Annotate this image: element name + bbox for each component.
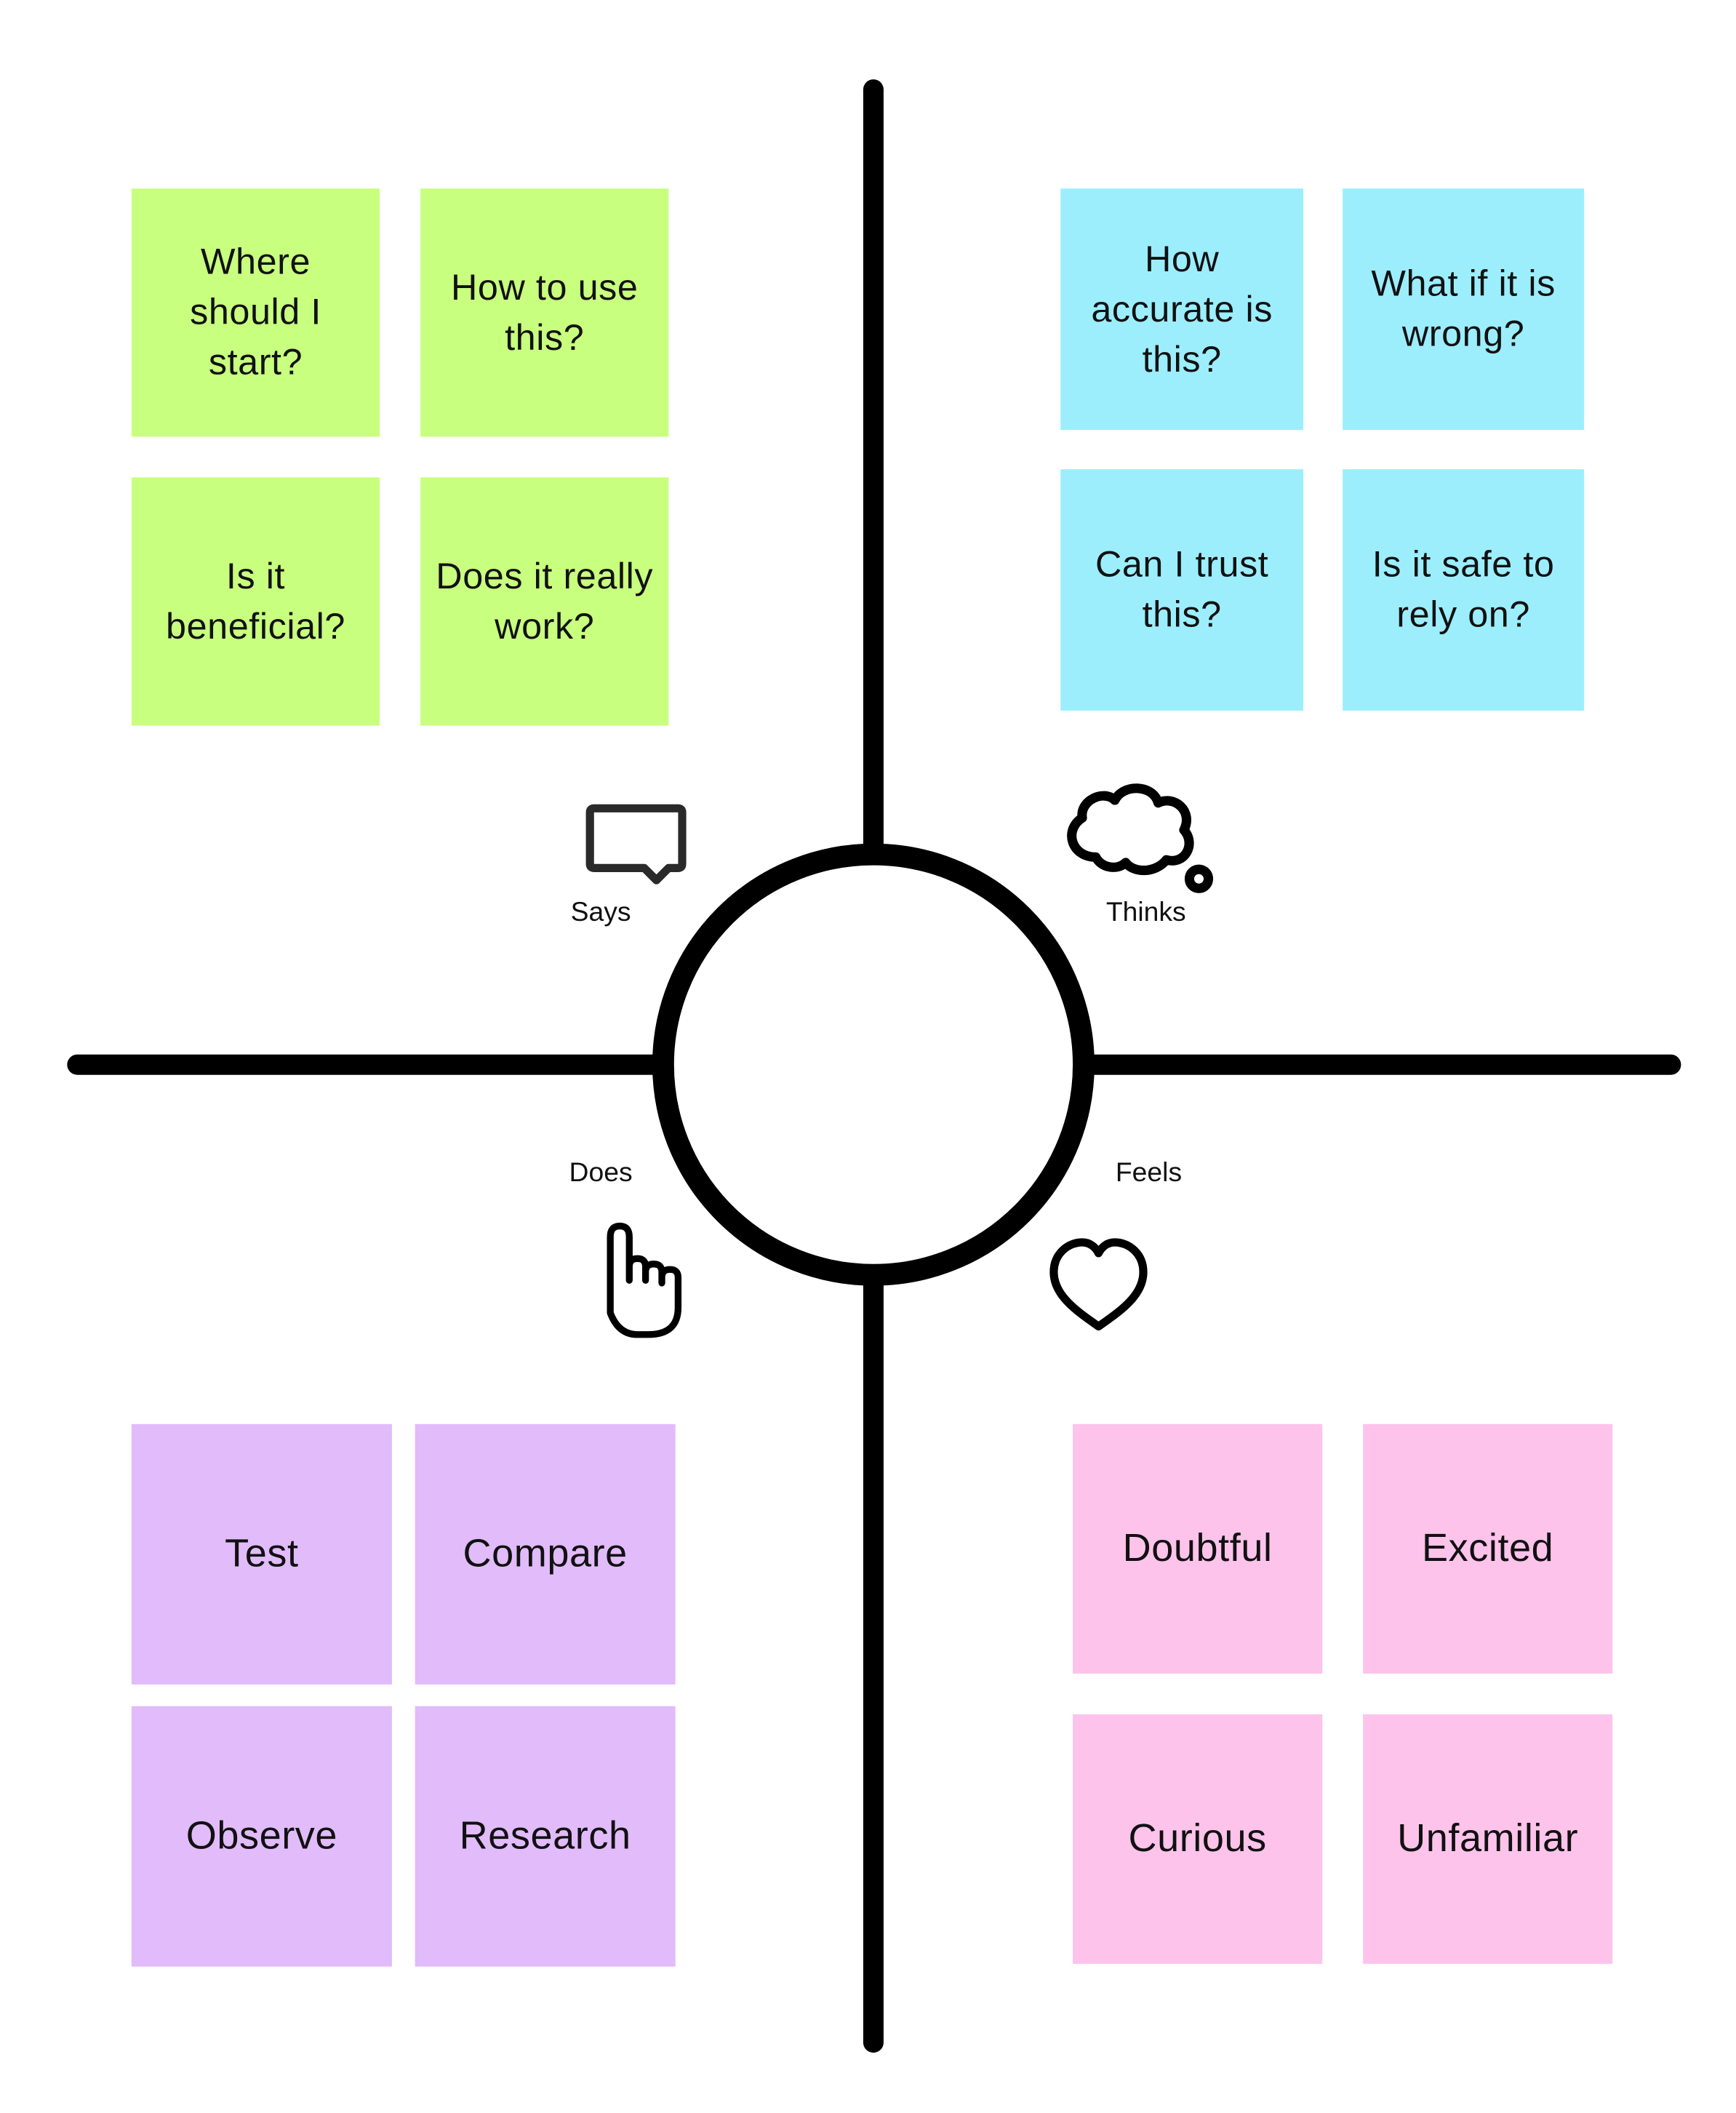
feels-note[interactable]: Unfamiliar — [1363, 1714, 1613, 1964]
does-label: Does — [569, 1158, 633, 1189]
thought-cloud-icon — [1067, 783, 1214, 893]
says-note[interactable]: Is it beneficial? — [131, 477, 380, 726]
feels-note[interactable]: Doubtful — [1073, 1423, 1323, 1674]
thinks-note[interactable]: How accurate is this? — [1060, 188, 1304, 431]
does-note[interactable]: Test — [131, 1423, 392, 1685]
does-note[interactable]: Research — [415, 1706, 676, 1967]
center-circle — [652, 843, 1095, 1286]
says-note[interactable]: Where should I start? — [131, 188, 380, 437]
says-note[interactable]: Does it really work? — [420, 477, 669, 726]
does-note[interactable]: Observe — [131, 1706, 392, 1967]
pointing-hand-icon — [607, 1222, 682, 1338]
thinks-note[interactable]: Can I trust this? — [1060, 469, 1304, 711]
thinks-note[interactable]: What if it is wrong? — [1343, 188, 1585, 431]
says-label: Says — [570, 898, 631, 928]
heart-icon — [1049, 1238, 1148, 1331]
does-note[interactable]: Compare — [415, 1423, 676, 1685]
feels-label: Feels — [1115, 1158, 1183, 1189]
feels-note[interactable]: Curious — [1073, 1714, 1323, 1964]
says-note[interactable]: How to use this? — [420, 188, 669, 437]
thinks-label: Thinks — [1105, 898, 1186, 928]
feels-note[interactable]: Excited — [1363, 1423, 1613, 1674]
speech-bubble-icon — [585, 804, 687, 884]
thinks-note[interactable]: Is it safe to rely on? — [1343, 469, 1585, 711]
